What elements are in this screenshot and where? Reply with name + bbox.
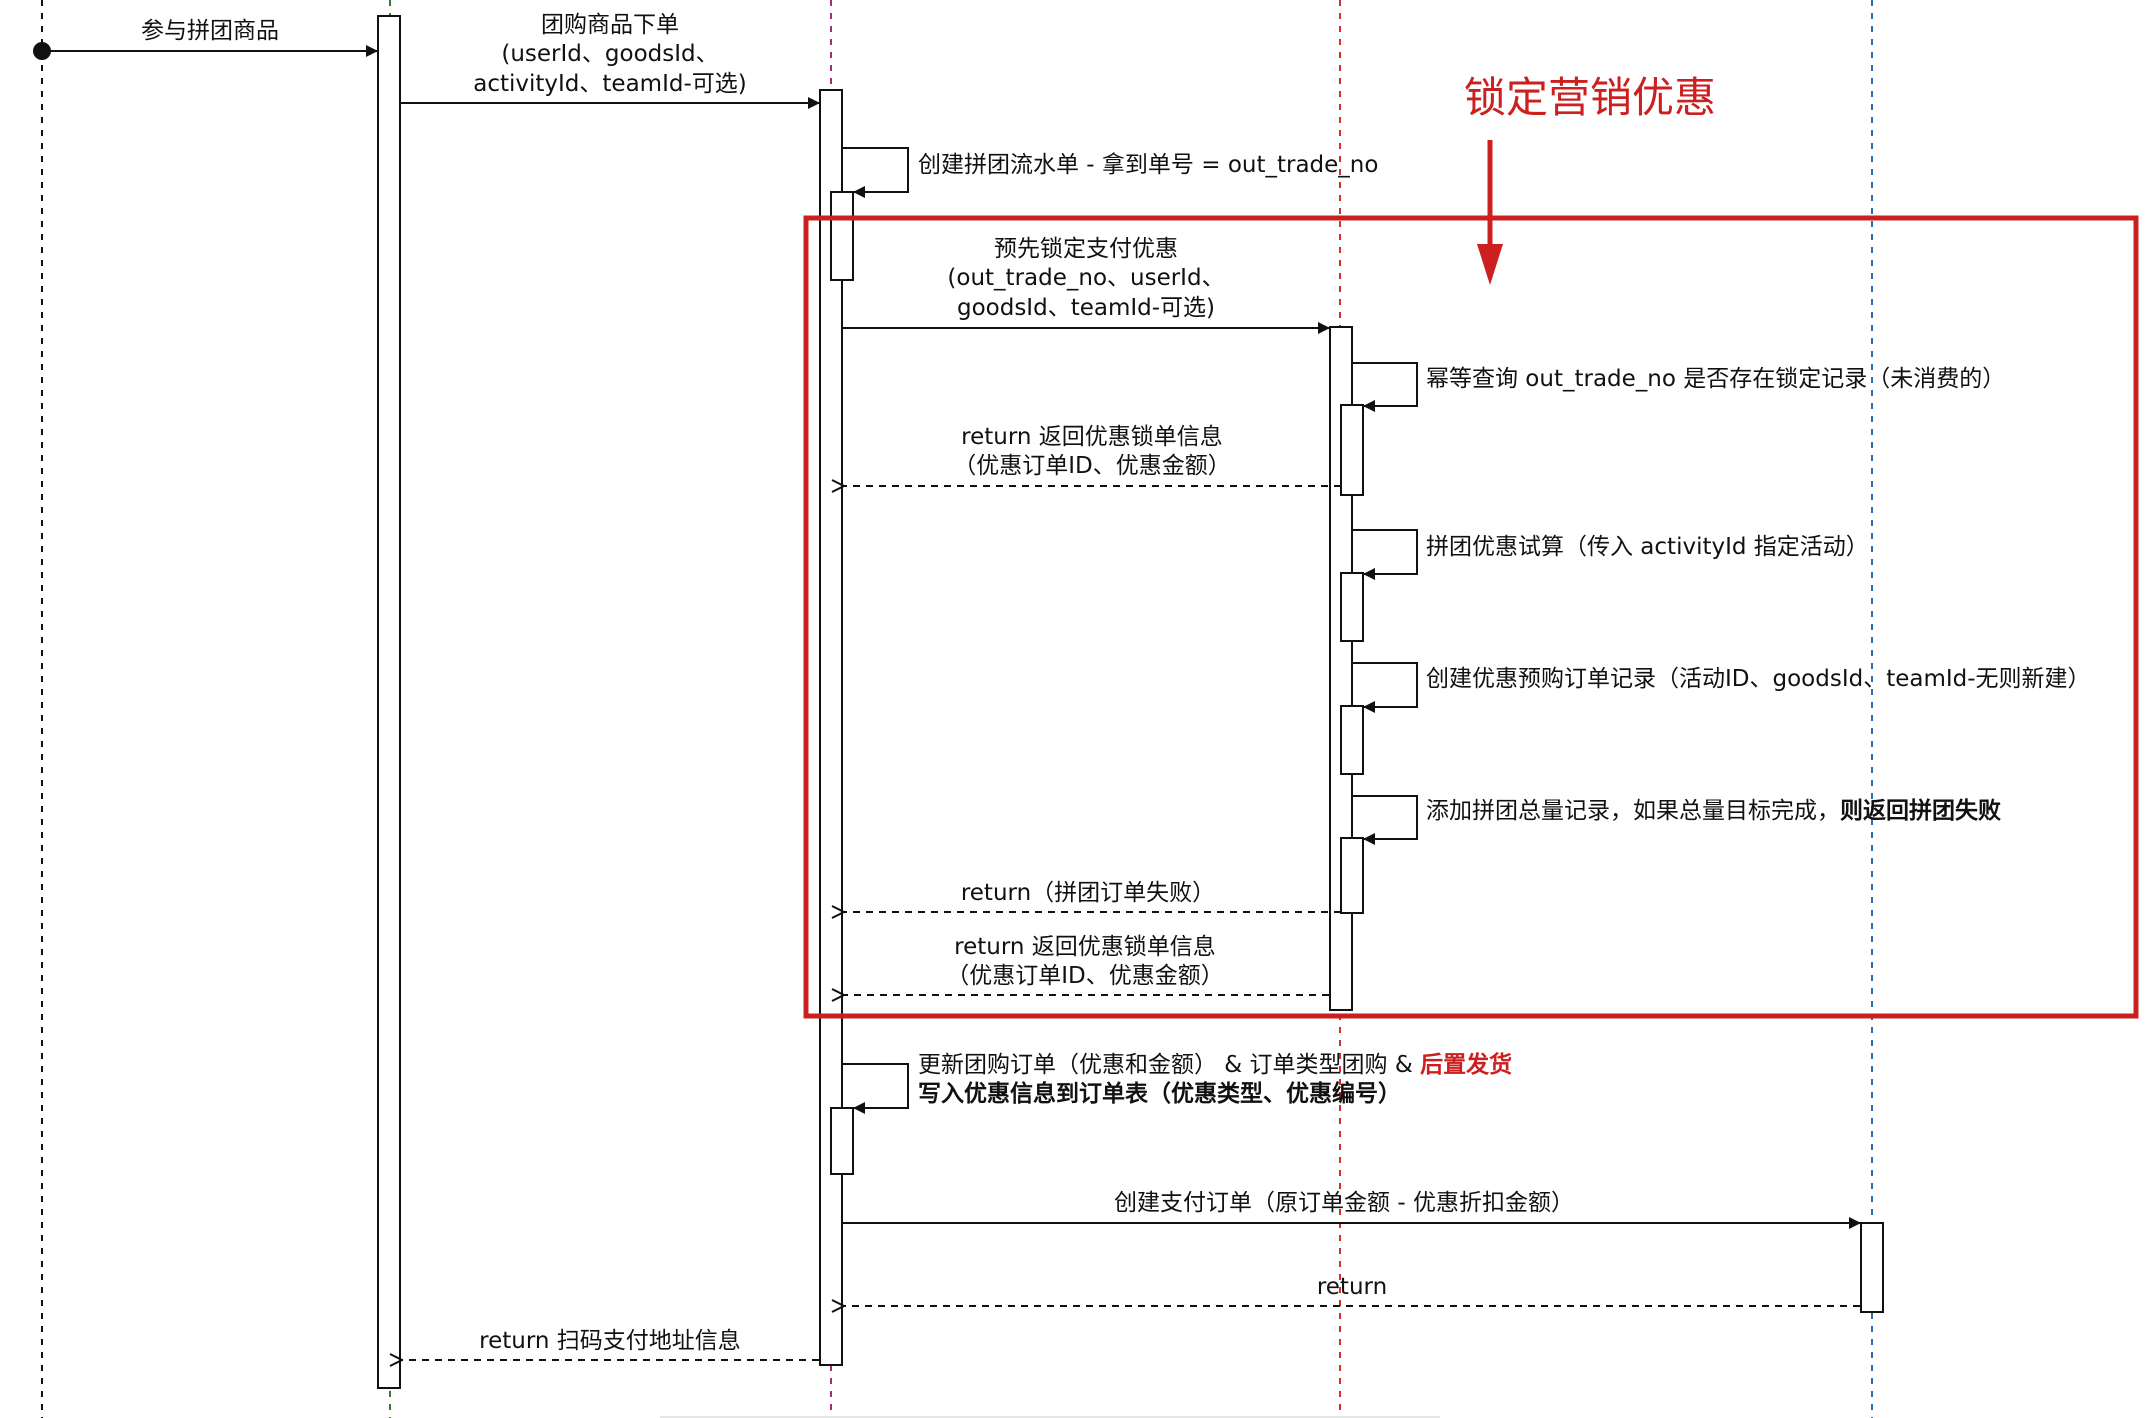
arrow-idempotent-query: [1352, 362, 1418, 412]
msg-add-total-record-bold: 则返回拼团失败: [1840, 797, 2001, 824]
msg-idempotent-query: 幂等查询 out_trade_no 是否存在锁定记录（未消费的）: [1426, 366, 2005, 392]
msg-create-preorder: 创建优惠预购订单记录（活动ID、goodsId、teamId-无则新建）: [1426, 666, 2091, 692]
callout-arrow-head: [1477, 244, 1503, 285]
msg-return-qr-url: return 扫码支付地址信息: [479, 1328, 741, 1354]
activation-trade-self-2: [830, 1107, 854, 1175]
msg-join-group: 参与拼团商品: [141, 18, 279, 44]
msg-trial-calc: 拼团优惠试算（传入 activityId 指定活动）: [1426, 534, 1869, 560]
lock-marketing-highlight-box: [803, 215, 2139, 1019]
msg-add-total-record-prefix: 添加拼团总量记录，如果总量目标完成，: [1426, 798, 1840, 824]
start-node: [33, 42, 51, 60]
msg-return-pay: return: [1317, 1274, 1387, 1300]
arrow-create-flow-order: [842, 147, 909, 198]
activation-marketing-self-4: [1340, 837, 1364, 914]
msg-update-order-prefix: 更新团购订单（优惠和金额） & 订单类型团购 &: [918, 1052, 1420, 1078]
msg-update-order-line1: 更新团购订单（优惠和金额） & 订单类型团购 & 后置发货: [918, 1051, 1512, 1078]
activation-trade-service: [819, 89, 843, 1366]
msg-add-total-record: 添加拼团总量记录，如果总量目标完成，则返回拼团失败: [1426, 797, 2001, 824]
arrow-trial-calc: [1352, 529, 1418, 580]
activation-marketing-self-3: [1340, 705, 1364, 775]
msg-place-order-line3: activityId、teamId-可选): [473, 71, 746, 97]
msg-return-lock-info-1-line1: return 返回优惠锁单信息: [961, 424, 1223, 450]
arrow-create-preorder: [1352, 662, 1418, 713]
msg-create-pay-order: 创建支付订单（原订单金额 - 优惠折扣金额）: [1114, 1190, 1574, 1216]
activation-trigger: [377, 15, 401, 1389]
msg-return-lock-info-1-line2: （优惠订单ID、优惠金额）: [953, 453, 1231, 479]
msg-update-order-line2: 写入优惠信息到订单表（优惠类型、优惠编号）: [918, 1080, 1401, 1107]
msg-place-order-line1: 团购商品下单: [541, 12, 679, 38]
msg-lock-discount-line2: (out_trade_no、userId、: [947, 265, 1224, 291]
msg-return-lock-info-2-line2: （优惠订单ID、优惠金额）: [946, 963, 1224, 989]
msg-return-group-fail: return（拼团订单失败）: [961, 880, 1215, 906]
activation-trade-self-1: [830, 191, 854, 281]
msg-update-order-accent: 后置发货: [1420, 1051, 1512, 1078]
msg-return-lock-info-2-line1: return 返回优惠锁单信息: [954, 934, 1216, 960]
arrow-update-order: [842, 1063, 909, 1114]
msg-lock-discount-line1: 预先锁定支付优惠: [994, 236, 1178, 262]
msg-lock-discount-line3: goodsId、teamId-可选): [957, 295, 1215, 321]
callout-label: 锁定营销优惠: [1464, 73, 1716, 122]
msg-place-order-line2: (userId、goodsId、: [501, 41, 718, 67]
msg-create-flow-order: 创建拼团流水单 - 拿到单号 = out_trade_no: [918, 151, 1378, 178]
activation-marketing-self-1: [1340, 404, 1364, 496]
arrow-add-total-record: [1352, 795, 1418, 845]
activation-marketing-self-2: [1340, 572, 1364, 642]
activation-payment-service: [1860, 1222, 1884, 1313]
